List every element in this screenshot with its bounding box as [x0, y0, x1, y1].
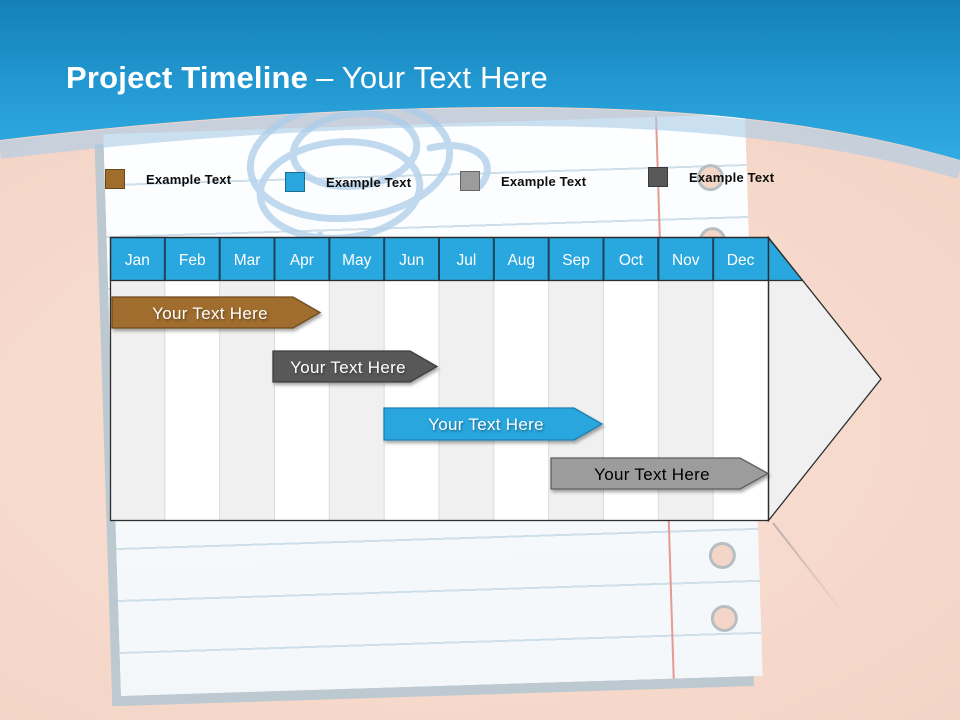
task-bar-label: Your Text Here: [290, 358, 406, 377]
legend-swatch: [648, 167, 668, 187]
month-label: Mar: [234, 252, 261, 269]
month-label: Dec: [727, 252, 755, 269]
legend-label: Example Text: [501, 173, 587, 189]
legend-swatch: [285, 172, 305, 192]
month-column: [439, 281, 494, 521]
title-bold-text: Project Timeline: [66, 60, 309, 95]
task-bar-shape[interactable]: [272, 350, 439, 383]
task-bar-shape[interactable]: [383, 407, 604, 441]
task-bar-label: Your Text Here: [428, 415, 544, 434]
month-column: [329, 281, 385, 521]
task-bar-label: Your Text Here: [594, 465, 710, 484]
task-bar[interactable]: Your Text Here: [550, 457, 770, 490]
task-bar-shape[interactable]: [111, 296, 322, 329]
month-label: Jan: [125, 252, 150, 269]
task-bar[interactable]: Your Text Here: [272, 350, 439, 383]
legend-label: Example Text: [326, 174, 412, 190]
task-bar[interactable]: Your Text Here: [111, 296, 322, 329]
month-label: Feb: [179, 252, 206, 269]
legend-swatch: [105, 169, 125, 189]
legend-item[interactable]: Example Text: [648, 167, 774, 187]
month-label: Sep: [562, 252, 590, 269]
legend-item[interactable]: Example Text: [105, 169, 231, 189]
month-column: [384, 281, 439, 521]
legend-swatch: [460, 171, 480, 191]
month-label: May: [342, 252, 372, 269]
title-regular-text: – Your Text Here: [316, 60, 548, 95]
legend-label: Example Text: [689, 169, 775, 185]
month-label: Nov: [672, 252, 700, 269]
month-header-cells: Jan Feb Mar Apr May Jun Jul Aug Sep Oct Nov Dec: [125, 238, 755, 280]
task-bar-shape[interactable]: [550, 457, 770, 490]
legend-item[interactable]: Example Text: [460, 171, 586, 191]
header-band: [0, 0, 960, 179]
month-label: Apr: [290, 252, 314, 269]
month-label: Jul: [457, 252, 477, 269]
month-label: Jun: [399, 252, 424, 269]
month-label: Oct: [619, 252, 644, 269]
slide-title[interactable]: Project Timeline– Your Text Here: [66, 60, 548, 96]
timeline-columns: [110, 281, 768, 521]
legend-item[interactable]: Example Text: [285, 172, 411, 192]
task-bar[interactable]: Your Text Here: [383, 407, 604, 441]
legend-label: Example Text: [146, 171, 232, 187]
month-header-corner: [767, 236, 804, 282]
month-column: [493, 281, 549, 521]
month-label: Aug: [507, 252, 535, 269]
timeline-body-border: [109, 236, 770, 522]
task-bar-label: Your Text Here: [152, 304, 268, 323]
